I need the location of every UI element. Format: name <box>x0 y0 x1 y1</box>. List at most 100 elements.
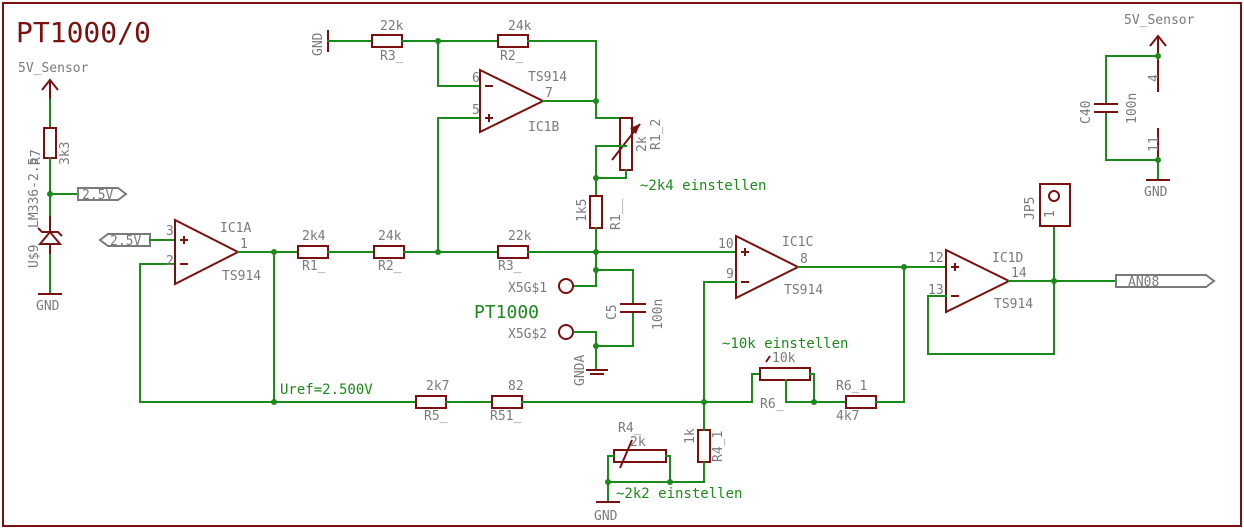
zener-reference-icon <box>37 216 63 255</box>
terminal-x5g1-icon <box>558 278 574 294</box>
tag-2v5-in-label: 2.5V <box>110 234 141 249</box>
ic1b-type: TS914 <box>528 70 567 85</box>
gnd-r3-label: GND <box>311 32 326 56</box>
output-label: AN08 <box>1128 275 1159 290</box>
r1-2-name: R1_2 <box>649 119 664 150</box>
ic1a-pin-out: 1 <box>240 237 248 252</box>
supply-arrow-left-icon <box>41 78 59 100</box>
c40-name: C40 <box>1079 101 1094 124</box>
ic1b-pin-out: 7 <box>545 86 553 101</box>
opamp-ic1a <box>174 218 241 286</box>
ic1a-name: IC1A <box>220 221 251 236</box>
r7-value: 3k3 <box>58 142 73 165</box>
resistor-r7 <box>43 127 57 159</box>
r2top-value: 24k <box>508 19 532 34</box>
r51-name: R51_ <box>490 409 521 424</box>
resistor-r4-1 <box>697 429 711 463</box>
resistor-r2-top <box>497 34 529 48</box>
r1-value: 2k4 <box>302 229 326 244</box>
ref-ic-value: LM336-2.5 <box>27 158 42 228</box>
r1-dunder-name: R1__ <box>609 199 624 230</box>
x5g2-label: X5G$2 <box>508 327 547 342</box>
ic1a-pin-plus: 3 <box>166 224 174 239</box>
resistor-r1-dunder <box>589 195 603 229</box>
ic1d-type: TS914 <box>994 297 1033 312</box>
r2-name: R2_ <box>378 259 402 274</box>
r51-value: 82 <box>508 379 524 394</box>
r5-value: 2k7 <box>426 379 449 394</box>
gnd-ref-label: GND <box>36 299 60 314</box>
ic1c-pin-minus: 9 <box>726 267 734 282</box>
resistor-r51 <box>491 395 523 409</box>
c5-name: C5 <box>605 304 620 320</box>
resistor-r1 <box>297 245 329 259</box>
r1-dunder-value: 1k5 <box>575 199 590 222</box>
r5-name: R5_ <box>424 409 448 424</box>
r6-name: R6_ <box>760 397 784 412</box>
opamp-ic1c <box>735 234 801 300</box>
ic1c-pin-out: 8 <box>800 252 808 267</box>
r3-value: 22k <box>508 229 532 244</box>
r4-name: R4_ <box>618 421 642 436</box>
jumper-jp5 <box>1039 183 1071 227</box>
gnd-pot-label: GND <box>594 509 618 524</box>
r3top-value: 22k <box>380 19 404 34</box>
r4-value: 2k <box>630 435 646 450</box>
r6-1-value: 4k7 <box>836 409 859 424</box>
ic1c-name: IC1C <box>782 235 813 250</box>
tag-2v5-out <box>77 187 128 201</box>
opamp-ic1d <box>945 248 1012 314</box>
r1-name: R1_ <box>302 259 326 274</box>
r1-2-value: 2k <box>635 136 650 152</box>
sheet-title: PT1000/0 <box>16 16 151 49</box>
note-adjust-2k4: ~2k4 einstellen <box>640 178 766 194</box>
tag-2v5-out-label: 2.5V <box>82 188 113 203</box>
gnda-symbol-icon <box>586 369 608 375</box>
opamp-ic1b <box>479 68 546 134</box>
resistor-r3 <box>497 245 529 259</box>
r3-name: R3_ <box>498 259 522 274</box>
power-pin-vcc: 4 <box>1147 74 1162 82</box>
r2top-name: R2_ <box>500 49 524 64</box>
terminal-x5g2-icon <box>558 324 574 340</box>
note-adjust-10k: ~10k einstellen <box>722 336 848 352</box>
ic1a-pin-minus: 2 <box>166 254 174 269</box>
ic1d-name: IC1D <box>992 251 1023 266</box>
ic1c-pin-plus: 10 <box>718 237 734 252</box>
r3top-name: R3_ <box>380 49 404 64</box>
r4-1-name: R4_1 <box>711 431 726 462</box>
ic1b-name: IC1B <box>528 120 559 135</box>
capacitor-c40 <box>1094 103 1118 113</box>
x5g1-label: X5G$1 <box>508 281 547 296</box>
r6-value: 10k <box>772 351 796 366</box>
supply-arrow-right-icon <box>1149 34 1167 56</box>
r2-value: 24k <box>378 229 402 244</box>
jp5-name: JP5 <box>1023 197 1038 220</box>
output-tag-an08 <box>1115 274 1216 288</box>
supply-label-right: 5V_Sensor <box>1124 13 1195 28</box>
resistor-r2 <box>373 245 405 259</box>
uref-label: Uref=2.500V <box>280 382 373 398</box>
ic1b-pin-plus: 5 <box>472 103 480 118</box>
ic1a-type: TS914 <box>222 269 261 284</box>
resistor-r3-top <box>371 34 403 48</box>
jp5-pin: 1 <box>1043 210 1058 218</box>
c40-value: 100n <box>1125 93 1140 124</box>
gnda-label: GNDA <box>573 355 588 386</box>
resistor-r6-1 <box>845 395 877 409</box>
ic1d-pin-minus: 13 <box>928 283 944 298</box>
ic1d-pin-out: 14 <box>1011 266 1027 281</box>
ref-ic-name: U$9 <box>27 245 42 268</box>
gnd-opamp-label: GND <box>1144 185 1168 200</box>
power-pin-gnd: 11 <box>1147 136 1162 152</box>
supply-label-left: 5V_Sensor <box>18 61 89 76</box>
ic1c-type: TS914 <box>784 283 823 298</box>
r4-1-value: 1k <box>683 428 698 444</box>
note-adjust-2k2: ~2k2 einstellen <box>616 486 742 502</box>
pt1000-label: PT1000 <box>474 302 539 323</box>
resistor-r5 <box>415 395 447 409</box>
r7-name: R7 <box>29 149 44 165</box>
ic1b-pin-minus: 6 <box>472 71 480 86</box>
